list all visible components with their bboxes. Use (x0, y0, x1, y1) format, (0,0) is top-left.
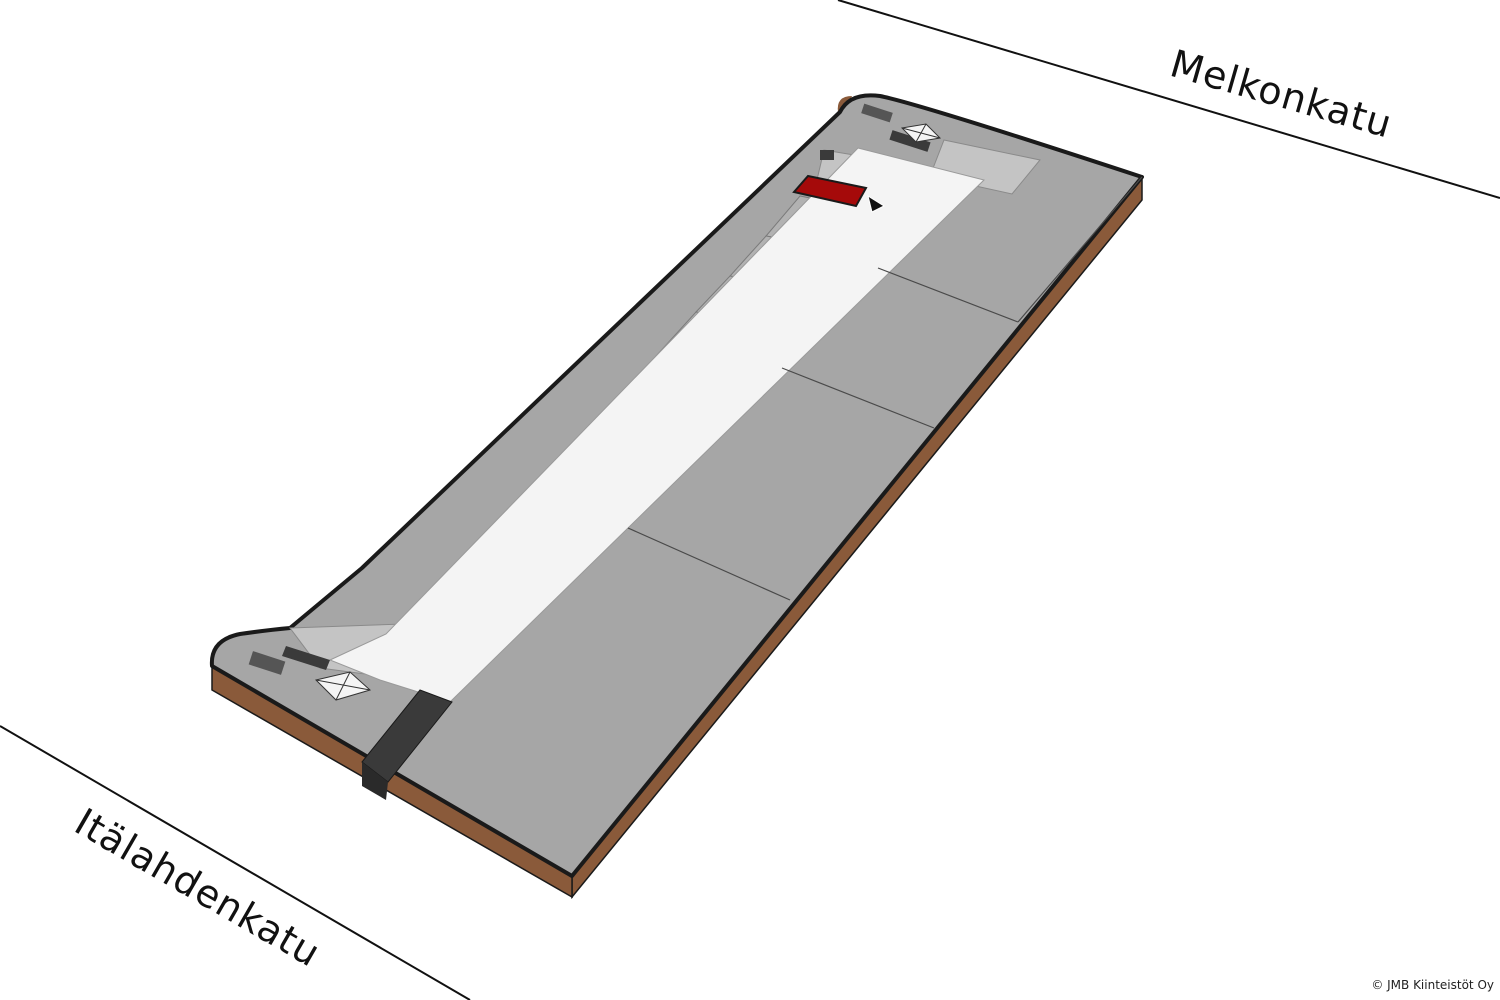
highlighted-unit[interactable] (792, 174, 868, 208)
street-label-italahdenkatu: Itälahdenkatu (68, 800, 329, 976)
elevator-icon (900, 123, 942, 143)
stair-dark-west (282, 646, 330, 670)
entrance-arrow-icon (867, 194, 886, 213)
stair-dark-north-west (861, 103, 893, 123)
stair-dark-north (889, 130, 931, 152)
building (209, 93, 1144, 900)
stair-dark-south-west (248, 651, 286, 675)
copyright-notice: © JMB Kiinteistöt Oy (1371, 978, 1494, 992)
elevator-icon (315, 671, 371, 701)
street-line-italahdenkatu (0, 725, 471, 1000)
street-label-melkonkatu: Melkonkatu (1166, 41, 1398, 146)
stair-dark-corner (820, 150, 834, 160)
stair-dark-south (361, 689, 453, 783)
stair-dark-south-lower (362, 762, 388, 800)
street-line-melkonkatu (837, 0, 1500, 199)
unit-dividers (627, 176, 1143, 601)
corridor (328, 147, 985, 703)
